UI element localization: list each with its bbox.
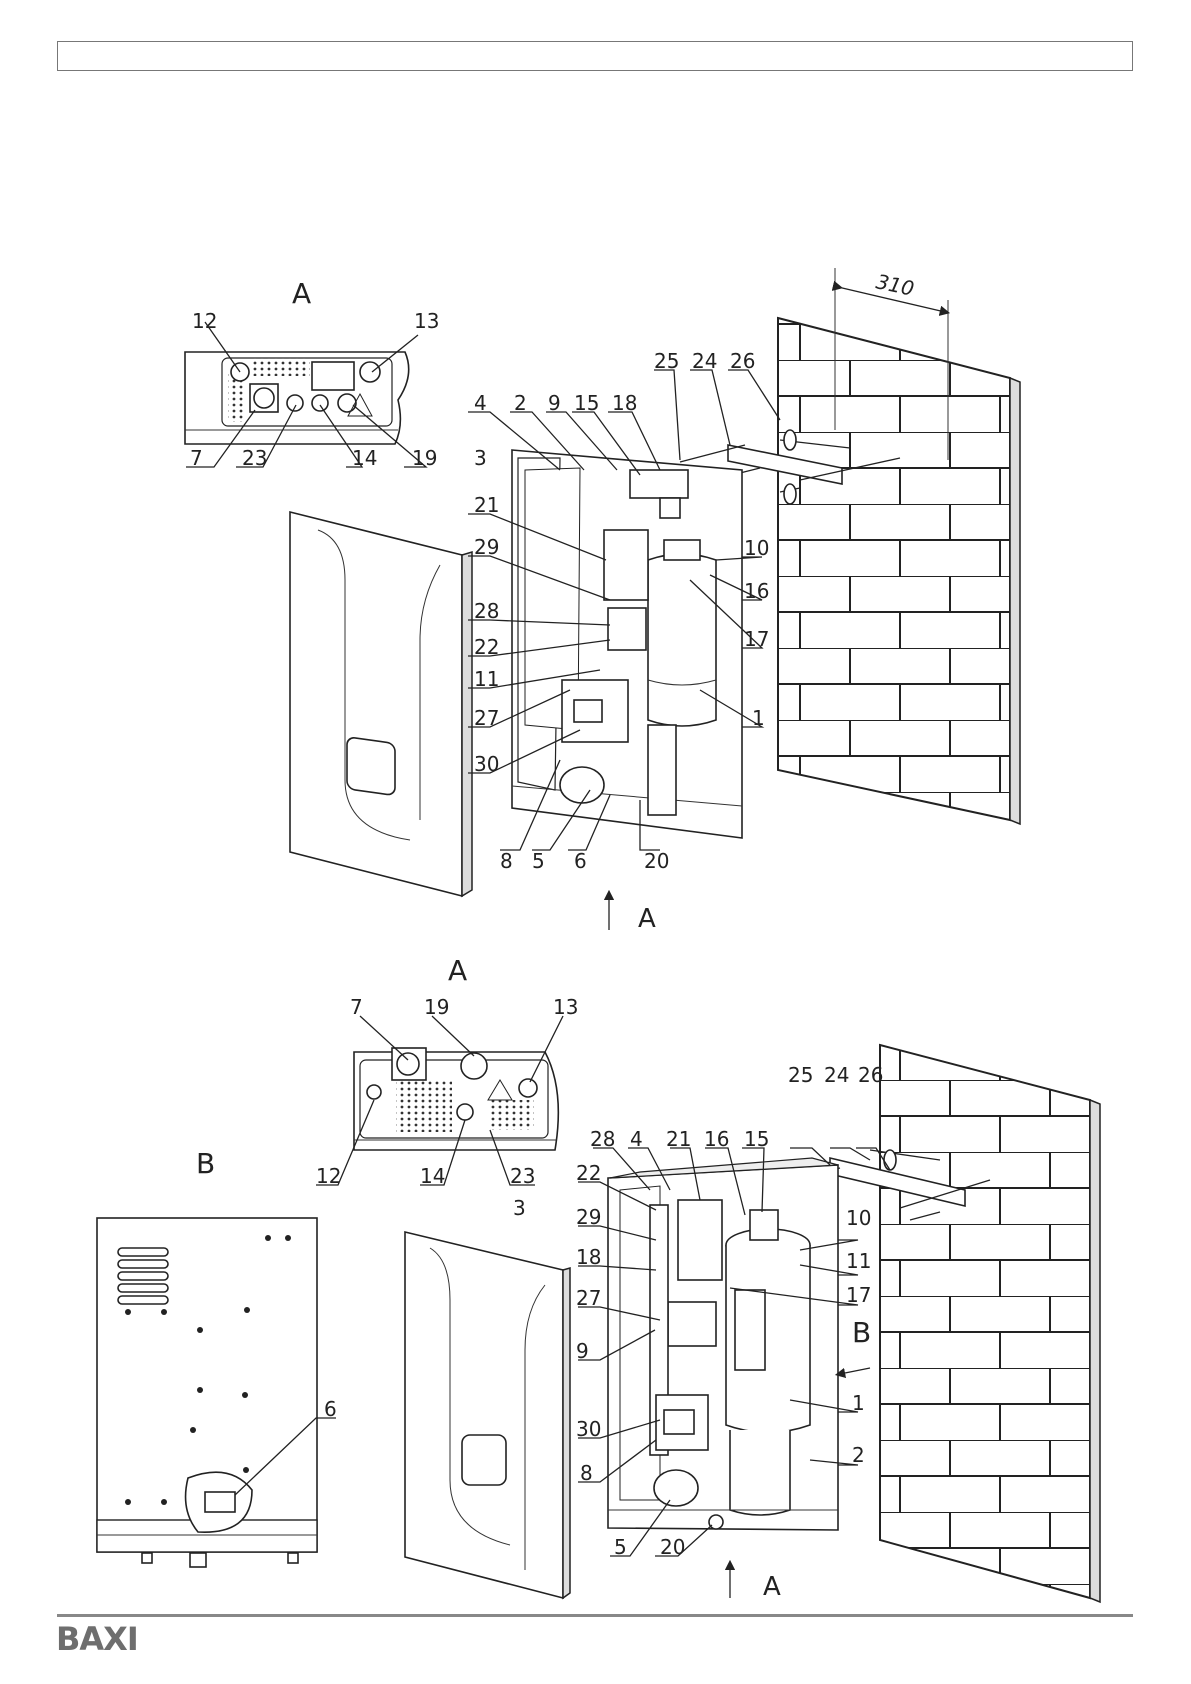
part-bottom-3: 3: [513, 1196, 526, 1220]
part-top-15: 15: [574, 391, 599, 415]
part-bottom-20: 20: [660, 1535, 685, 1559]
detail-bottom-label-19: 19: [424, 995, 449, 1019]
labels-top: A A 310 12 13 7 23 14 19 3 4 2 9 15 18 2…: [190, 269, 916, 934]
brick-wall-bottom: [879, 1043, 1101, 1604]
detail-bottom-label-7: 7: [350, 995, 363, 1019]
part-top-22: 22: [474, 635, 499, 659]
part-bottom-10: 10: [846, 1206, 871, 1230]
circulation-pump: [559, 766, 605, 804]
heater-tank: [647, 539, 717, 816]
boiler-housing-bottom: [607, 1157, 839, 1531]
part-top-25: 25: [654, 349, 679, 373]
control-board-bottom: [677, 1199, 723, 1281]
relay-block: [607, 607, 647, 651]
rear-letter: B: [196, 1147, 215, 1180]
part-top-1: 1: [752, 706, 765, 730]
arrow-letter-top: A: [638, 904, 656, 934]
part-bottom-24: 24: [824, 1063, 849, 1087]
part-top-2: 2: [514, 391, 527, 415]
part-top-11: 11: [474, 667, 499, 691]
view-arrow-b: [834, 1367, 871, 1379]
detail-a-top: [184, 351, 410, 445]
part-bottom-29: 29: [576, 1205, 601, 1229]
part-top-28: 28: [474, 599, 499, 623]
part-bottom-5: 5: [614, 1535, 627, 1559]
part-top-9: 9: [548, 391, 561, 415]
arrow-letter-bottom: A: [763, 1572, 781, 1602]
brick-wall-top: [777, 316, 1021, 826]
part-bottom-27: 27: [576, 1286, 601, 1310]
part-bottom-1: 1: [852, 1391, 865, 1415]
part-top-10: 10: [744, 536, 769, 560]
detail-top-label-7: 7: [190, 446, 203, 470]
header-box: [57, 41, 1133, 71]
part-top-8: 8: [500, 849, 513, 873]
part-bottom-4: 4: [630, 1127, 643, 1151]
part-top-4: 4: [474, 391, 487, 415]
dimension-310: [831, 268, 951, 460]
front-cover-bottom: [404, 1230, 571, 1600]
part-top-5: 5: [532, 849, 545, 873]
mounting-bracket-top: [679, 429, 901, 505]
detail-top-label-13: 13: [414, 309, 439, 333]
detail-bottom-label-12: 12: [316, 1164, 341, 1188]
circulation-pump-bottom: [653, 1469, 699, 1507]
part-top-21: 21: [474, 493, 499, 517]
detail-bottom-label-14: 14: [420, 1164, 445, 1188]
part-top-24: 24: [692, 349, 717, 373]
boiler-housing-top: [511, 449, 743, 839]
side-arrow-letter: B: [852, 1316, 871, 1349]
part-bottom-30: 30: [576, 1417, 601, 1441]
leaders-top: [186, 321, 781, 851]
part-bottom-18: 11: [846, 1249, 871, 1273]
part-bottom-26: 26: [858, 1063, 883, 1087]
detail-top-label-23: 23: [242, 446, 267, 470]
part-top-30: 30: [474, 752, 499, 776]
leaders-bottom: [234, 1015, 891, 1557]
detail-top-label-19: 19: [412, 446, 437, 470]
bottom-assembly: [96, 1015, 1101, 1604]
part-top-20: 20: [644, 849, 669, 873]
detail-letter-bottom: A: [448, 954, 467, 987]
terminal-strip: [649, 1204, 669, 1456]
detail-top-label-12: 12: [192, 309, 217, 333]
part-bottom-16: 16: [704, 1127, 729, 1151]
front-cover-top: [289, 510, 473, 898]
part-bottom-15: 15: [744, 1127, 769, 1151]
labels-bottom: A B B A 7 19 13 12 14 23 6 3 28 4 21 16 …: [196, 954, 883, 1602]
dimension-label: 310: [874, 269, 916, 300]
detail-top-label-14: 14: [352, 446, 377, 470]
part-bottom-28: 28: [590, 1127, 615, 1151]
top-assembly: [184, 268, 1021, 930]
part-bottom-9: 9: [576, 1339, 589, 1363]
part-top-17: 17: [744, 627, 769, 651]
part-top-16: 16: [744, 579, 769, 603]
part-top-27: 27: [474, 706, 499, 730]
baxi-logo: BAXI: [56, 1620, 139, 1658]
part-top-6: 6: [574, 849, 587, 873]
rear-label-6: 6: [324, 1397, 337, 1421]
part-top-26: 26: [730, 349, 755, 373]
part-bottom-21: 21: [666, 1127, 691, 1151]
part-bottom-8: 8: [580, 1461, 593, 1485]
part-bottom-22: 22: [576, 1161, 601, 1185]
relay-block-bottom: [667, 1301, 717, 1347]
part-top-3: 3: [474, 446, 487, 470]
detail-bottom-label-13: 13: [553, 995, 578, 1019]
heater-tank-bottom: [725, 1209, 811, 1516]
part-bottom-17: 17: [846, 1283, 871, 1307]
detail-bottom-label-23: 23: [510, 1164, 535, 1188]
part-top-18: 18: [612, 391, 637, 415]
part-bottom-2: 2: [852, 1443, 865, 1467]
part-bottom-11: 18: [576, 1245, 601, 1269]
part-top-29: 29: [474, 535, 499, 559]
footer-rule: [57, 1614, 1133, 1617]
control-board: [603, 529, 649, 601]
part-bottom-25: 25: [788, 1063, 813, 1087]
rear-view-b: [96, 1217, 318, 1568]
vent-slots: [117, 1247, 169, 1305]
detail-a-bottom: [353, 1047, 560, 1151]
detail-letter-top: A: [292, 277, 311, 310]
